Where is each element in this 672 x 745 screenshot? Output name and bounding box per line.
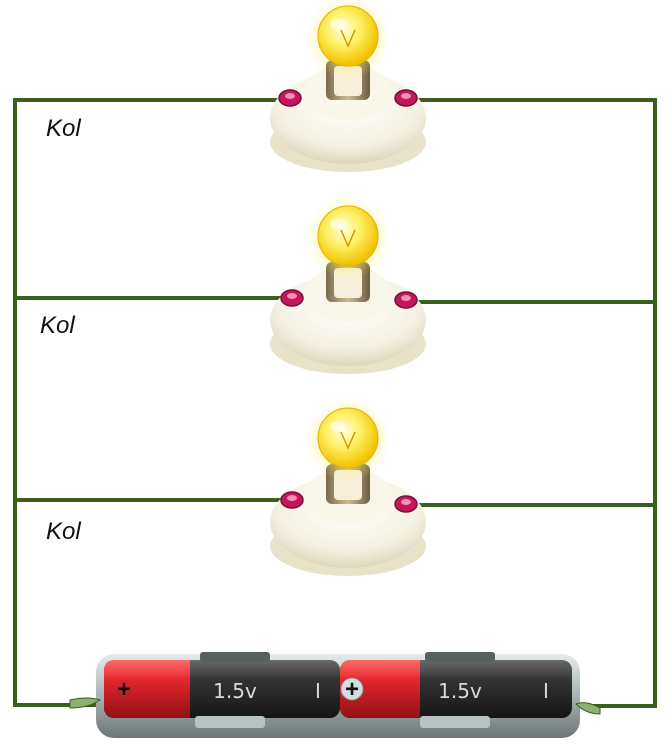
battery-2-voltage: 1.5v (438, 679, 482, 703)
left-contact (69, 697, 102, 709)
battery-1-positive-cap (104, 660, 190, 718)
branch-3-label: Kol (46, 518, 81, 545)
left-main-wire (13, 98, 97, 707)
right-main-wire (576, 98, 657, 708)
bulb-glass (317, 5, 379, 67)
bulb-1 (270, 0, 426, 172)
battery-2-plus: + (345, 676, 359, 703)
battery-1-plus: + (117, 676, 131, 703)
wires (13, 98, 657, 708)
bulb-glass (317, 205, 379, 267)
battery-1-minus: I (315, 679, 321, 703)
bulb-2 (270, 196, 426, 374)
branch-2-label: Kol (40, 312, 75, 339)
bulb-filament (340, 229, 356, 248)
bulb-glass (317, 407, 379, 469)
battery-1-voltage: 1.5v (213, 679, 257, 703)
branch-1-label: Kol (46, 115, 81, 142)
battery-pack: + 1.5v I + 1.5v I (69, 652, 601, 738)
battery-2-minus: I (543, 679, 549, 703)
battery-2-positive-cap (340, 660, 420, 718)
bulb-filament (340, 431, 356, 450)
bulb-filament (340, 29, 356, 48)
battery-1: + 1.5v I (104, 652, 340, 728)
battery-2: + 1.5v I (340, 652, 572, 728)
bulb-3 (270, 398, 426, 576)
right-contact (575, 702, 601, 715)
